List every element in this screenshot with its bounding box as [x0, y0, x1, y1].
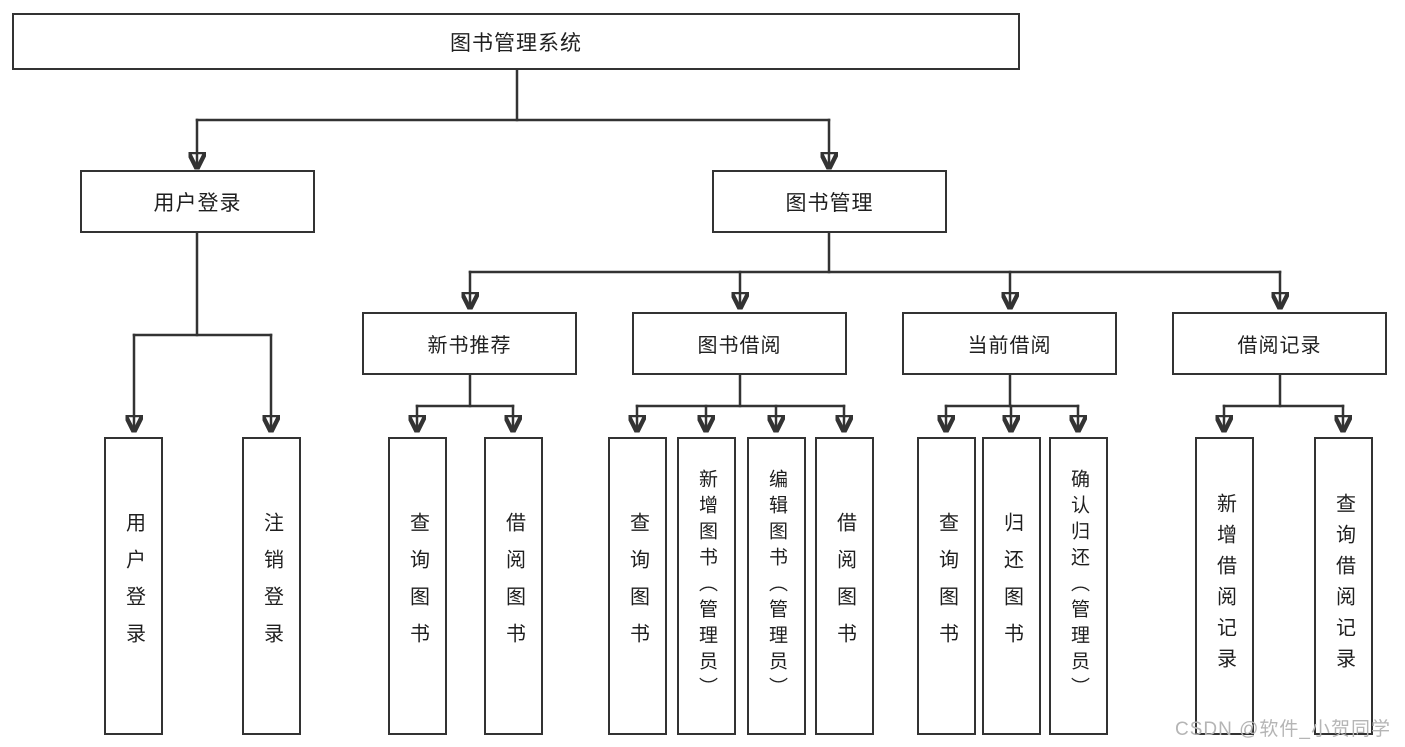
connector-borrow-records-children [1224, 373, 1343, 429]
connector-book-borrow-children [637, 373, 844, 429]
leaf-label: 查询借阅记录 [1332, 493, 1355, 679]
node-label: 新书推荐 [427, 335, 512, 357]
leaf-label: 用户登录 [122, 512, 145, 660]
leaf-label: 注销登录 [260, 512, 283, 660]
node-new-book-recommend: 新书推荐 [362, 312, 577, 375]
connector-new-book-rec-children [417, 373, 513, 429]
node-user-login: 用户登录 [80, 170, 315, 233]
leaf-return-books: 归还图书 [982, 437, 1041, 735]
leaf-add-books-admin: 新增图书（管理员） [677, 437, 736, 735]
node-root-label: 图书管理系统 [450, 31, 582, 55]
leaf-logout: 注销登录 [242, 437, 301, 735]
leaf-query-books-borrowing: 查询图书 [608, 437, 667, 735]
leaf-label: 借阅图书 [833, 512, 856, 660]
leaf-label: 归还图书 [1000, 512, 1023, 660]
node-label: 用户登录 [153, 191, 242, 215]
connector-user-login-children [134, 231, 271, 429]
leaf-query-books-recommend: 查询图书 [388, 437, 447, 735]
node-book-borrowing: 图书借阅 [632, 312, 847, 375]
leaf-edit-books-admin: 编辑图书（管理员） [747, 437, 806, 735]
leaf-confirm-return-admin: 确认归还（管理员） [1049, 437, 1108, 735]
leaf-add-borrow-record: 新增借阅记录 [1195, 437, 1254, 735]
leaf-label: 新增借阅记录 [1213, 493, 1236, 679]
leaf-label: 查询图书 [626, 512, 649, 660]
node-borrowing-records: 借阅记录 [1172, 312, 1387, 375]
leaf-label: 借阅图书 [502, 512, 525, 660]
leaf-label: 查询图书 [406, 512, 429, 660]
leaf-label: 编辑图书（管理员） [766, 469, 787, 703]
leaf-query-borrow-record: 查询借阅记录 [1314, 437, 1373, 735]
leaf-query-books-current: 查询图书 [917, 437, 976, 735]
csdn-watermark: CSDN @软件_小贺同学 [1175, 719, 1391, 740]
node-label: 图书管理 [785, 191, 874, 215]
node-label: 借阅记录 [1237, 335, 1322, 357]
leaf-label: 确认归还（管理员） [1068, 469, 1089, 703]
leaf-user-login: 用户登录 [104, 437, 163, 735]
node-book-management: 图书管理 [712, 170, 947, 233]
leaf-label: 新增图书（管理员） [696, 469, 717, 703]
connector-current-borrow-children [946, 373, 1078, 429]
node-label: 当前借阅 [967, 335, 1052, 357]
connector-root-to-level2 [197, 68, 829, 166]
node-current-borrowing: 当前借阅 [902, 312, 1117, 375]
leaf-label: 查询图书 [935, 512, 958, 660]
leaf-borrow-books-borrowing: 借阅图书 [815, 437, 874, 735]
connector-book-mgmt-children [470, 231, 1280, 306]
leaf-borrow-books-recommend: 借阅图书 [484, 437, 543, 735]
node-root-system: 图书管理系统 [12, 13, 1020, 70]
node-label: 图书借阅 [697, 335, 782, 357]
